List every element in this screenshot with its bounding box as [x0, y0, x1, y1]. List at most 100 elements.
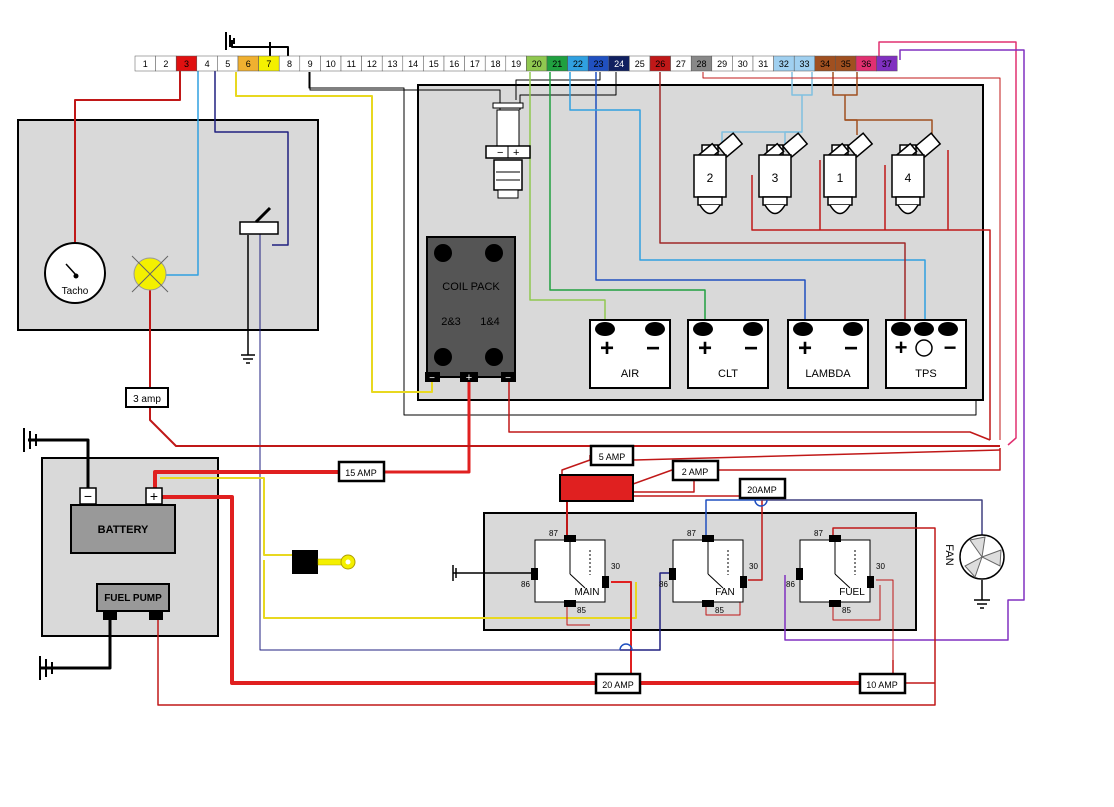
fuse-3amp: 3 amp [125, 387, 169, 408]
pin-2: 2 [155, 55, 177, 72]
pin-8: 8 [278, 55, 301, 72]
fuse-20amp-top: 20AMP [738, 477, 787, 500]
pin-10: 10 [320, 55, 342, 72]
pin-label: 30 [738, 59, 748, 69]
coil-minus-left: − [429, 373, 435, 384]
relay-pin-86: 86 [786, 580, 795, 589]
pin-label: 36 [861, 59, 871, 69]
pin-label: 21 [552, 59, 562, 69]
relay-pin-30: 30 [749, 562, 758, 571]
pin-19: 19 [505, 55, 527, 72]
tacho-label: Tacho [62, 286, 89, 297]
spark-plug-icon: − + [485, 102, 531, 199]
pin-label: 13 [387, 59, 397, 69]
battery-plus: + [150, 488, 158, 504]
battery-minus: − [84, 488, 92, 504]
tps-plus: + [895, 335, 908, 360]
plug-minus: − [497, 147, 503, 159]
injector-label: 4 [905, 171, 912, 185]
plug-plus: + [513, 147, 519, 159]
pin-label: 32 [779, 59, 789, 69]
sensor-plus: + [698, 335, 712, 362]
inertia-switch [239, 206, 279, 235]
pin-20: 20 [526, 55, 548, 72]
pin-5: 5 [217, 55, 239, 72]
pin-31: 31 [752, 55, 774, 72]
relay-pin-87: 87 [687, 529, 696, 538]
pin-label: 3 [184, 59, 189, 69]
pin-6: 6 [237, 55, 259, 72]
pin-28: 28 [690, 55, 713, 72]
sensor-label: CLT [718, 368, 738, 380]
coil-pack-left: 2&3 [441, 316, 461, 328]
sensor-label: AIR [621, 368, 639, 380]
pin-29: 29 [711, 55, 733, 72]
sensor-plus: + [798, 335, 812, 362]
pin-label: 35 [841, 59, 851, 69]
pin-label: 33 [799, 59, 809, 69]
fuel-pump-label: FUEL PUMP [104, 593, 162, 604]
pin-4: 4 [196, 55, 218, 72]
injector-label: 3 [772, 171, 779, 185]
pin-label: 4 [205, 59, 210, 69]
injector-1: 1 [823, 132, 874, 215]
pin-label: 29 [717, 59, 727, 69]
coil-pack-right: 1&4 [480, 316, 500, 328]
sensor-label: LAMBDA [805, 368, 851, 380]
fuse-3amp-label: 3 amp [133, 394, 161, 405]
fuse-15amp: 15 AMP [337, 460, 386, 483]
relay-pin-85: 85 [842, 606, 851, 615]
pin-25: 25 [629, 55, 651, 72]
fuse-2amp-label: 2 AMP [682, 467, 709, 477]
pin-22: 22 [567, 55, 589, 72]
pin-label: 7 [266, 59, 271, 69]
pin-label: 2 [163, 59, 168, 69]
pin-label: 22 [573, 59, 583, 69]
injector-2: 2 [693, 132, 744, 215]
fuse-20amp-bottom-label: 20 AMP [602, 680, 634, 690]
pin-37: 37 [876, 55, 898, 72]
warning-light-icon [131, 255, 169, 293]
coil-plus: + [466, 372, 472, 384]
relay-pin-87: 87 [549, 529, 558, 538]
pin-label: 17 [470, 59, 480, 69]
pin-label: 24 [614, 59, 624, 69]
sensors: +−AIR+−CLT+−LAMBDA+−TPS [589, 319, 967, 389]
pin-9: 9 [299, 55, 321, 72]
injector-label: 1 [837, 171, 844, 185]
pin-label: 37 [882, 59, 892, 69]
pin-36: 36 [855, 55, 877, 72]
fuse-10amp: 10 AMP [858, 672, 907, 695]
pin-label: 27 [676, 59, 686, 69]
fuse-2amp: 2 AMP [671, 459, 720, 482]
pin-23: 23 [587, 55, 610, 72]
pin-16: 16 [443, 55, 465, 72]
relay-pin-85: 85 [715, 606, 724, 615]
sensor-minus: − [646, 335, 660, 362]
pin-label: 16 [449, 59, 459, 69]
pin-18: 18 [484, 55, 507, 72]
pin-11: 11 [340, 55, 362, 72]
sensor-clt: +−CLT [687, 319, 769, 389]
fuse-20amp-top-label: 20AMP [747, 485, 777, 495]
pin-32: 32 [773, 55, 795, 72]
pin-15: 15 [423, 55, 445, 72]
relay-pin-30: 30 [876, 562, 885, 571]
sensor-lambda: +−LAMBDA [787, 319, 869, 389]
relay-pin-86: 86 [521, 580, 530, 589]
pin-34: 34 [814, 55, 836, 72]
fan-label: FAN [943, 544, 955, 565]
injector-label: 2 [707, 171, 714, 185]
fuel-pump: FUEL PUMP [96, 583, 170, 620]
pin-label: 9 [308, 59, 313, 69]
pin-30: 30 [732, 55, 754, 72]
fan-icon: FAN [943, 534, 1005, 580]
pin-label: 6 [246, 59, 251, 69]
relay-pin-30: 30 [611, 562, 620, 571]
sensor-air: +−AIR [589, 319, 671, 389]
pin-label: 25 [635, 59, 645, 69]
